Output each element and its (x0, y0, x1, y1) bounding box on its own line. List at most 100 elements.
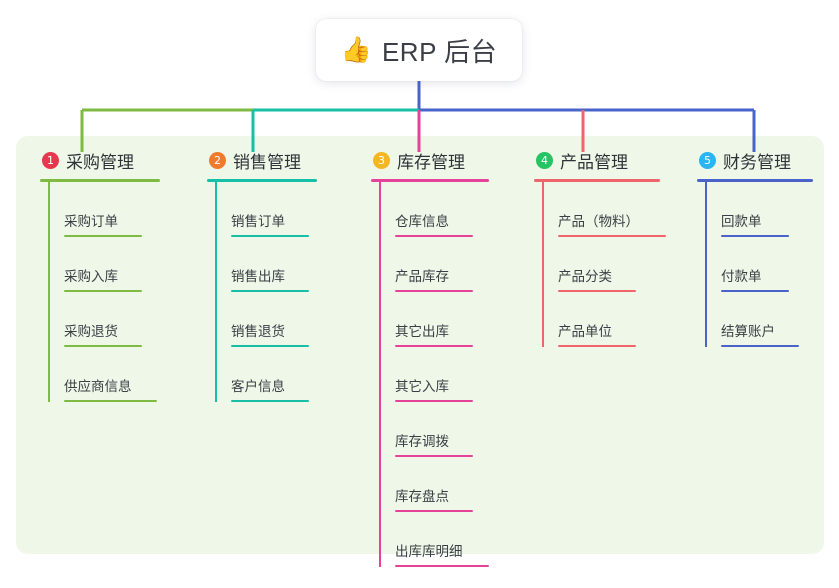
branch-badge-1: 1 (42, 151, 59, 169)
leaf-item[interactable]: 采购入库 (48, 237, 160, 292)
leaf-item-label: 产品库存 (395, 269, 449, 284)
branch-badge-2: 2 (209, 151, 226, 169)
branch-items-5: 回款单付款单结算账户 (697, 182, 813, 347)
branch-spine-4 (542, 182, 544, 347)
branch-column-4: 4 产品管理产品（物料） 产品分类产品单位 (534, 147, 666, 347)
leaf-item-label: 产品（物料） (558, 214, 639, 229)
leaf-item-label: 回款单 (721, 214, 762, 229)
leaf-item[interactable]: 产品单位 (542, 292, 660, 347)
leaf-item[interactable]: 其它入库 (379, 347, 489, 402)
branch-underline-3 (371, 179, 489, 182)
root-title: ERP 后台 (381, 36, 498, 67)
branch-items-2: 销售订单销售出库销售退货客户信息 (207, 182, 317, 402)
leaf-item-underline (395, 565, 489, 567)
leaf-item[interactable]: 回款单 (705, 182, 813, 237)
leaf-item-underline (395, 290, 473, 292)
branch-badge-5: 5 (699, 151, 716, 169)
leaf-item-underline (395, 400, 473, 402)
leaf-item-label: 产品单位 (558, 324, 612, 339)
branch-column-3: 3 库存管理仓库信息产品库存其它出库其它入库库存调拨库存盘点出库库明细 (371, 147, 489, 567)
leaf-item[interactable]: 采购订单 (48, 182, 160, 237)
branch-badge-4: 4 (536, 151, 553, 169)
branch-header-4[interactable]: 4 产品管理 (534, 147, 660, 173)
branch-header-2[interactable]: 2 销售管理 (207, 147, 317, 173)
branch-items-3: 仓库信息产品库存其它出库其它入库库存调拨库存盘点出库库明细 (371, 182, 489, 567)
branch-column-5: 5 财务管理回款单付款单结算账户 (697, 147, 813, 347)
branch-spine-3 (379, 182, 381, 567)
leaf-item-underline (64, 235, 142, 237)
leaf-item-underline (395, 455, 473, 457)
branch-spine-5 (705, 182, 707, 347)
root-node[interactable]: 👍 ERP 后台 (316, 19, 522, 81)
leaf-item-label: 库存盘点 (395, 489, 449, 504)
branch-underline-5 (697, 179, 813, 182)
leaf-item-underline (558, 345, 636, 347)
leaf-item-label: 采购订单 (64, 214, 118, 229)
leaf-item[interactable]: 销售退货 (215, 292, 317, 347)
leaf-item[interactable]: 结算账户 (705, 292, 813, 347)
leaf-item-label: 采购退货 (64, 324, 118, 339)
leaf-item-underline (231, 235, 309, 237)
leaf-item-label: 其它入库 (395, 379, 449, 394)
leaf-item-underline (64, 400, 157, 402)
thumbs-up-icon: 👍 (340, 35, 372, 64)
leaf-item[interactable]: 其它出库 (379, 292, 489, 347)
leaf-item-underline (64, 290, 142, 292)
leaf-item-underline (231, 290, 309, 292)
leaf-item-underline (395, 510, 473, 512)
leaf-item-underline (558, 235, 666, 237)
leaf-item-underline (721, 235, 789, 237)
branch-underline-2 (207, 179, 317, 182)
branch-title-3: 库存管理 (397, 152, 465, 172)
leaf-item[interactable]: 产品（物料） (542, 182, 666, 237)
branch-header-3[interactable]: 3 库存管理 (371, 147, 489, 173)
leaf-item[interactable]: 供应商信息 (48, 347, 160, 402)
leaf-item[interactable]: 销售出库 (215, 237, 317, 292)
branch-items-1: 采购订单采购入库采购退货供应商信息 (40, 182, 160, 402)
leaf-item-label: 客户信息 (231, 379, 285, 394)
branch-underline-1 (40, 179, 160, 182)
leaf-item[interactable]: 产品分类 (542, 237, 660, 292)
branch-spine-1 (48, 182, 50, 402)
branch-title-5: 财务管理 (723, 152, 791, 172)
leaf-item[interactable]: 付款单 (705, 237, 813, 292)
leaf-item[interactable]: 出库库明细 (379, 512, 489, 567)
leaf-item-label: 出库库明细 (395, 544, 463, 559)
branch-badge-3: 3 (373, 151, 390, 169)
leaf-item-label: 仓库信息 (395, 214, 449, 229)
leaf-item-label: 销售退货 (231, 324, 285, 339)
leaf-item-label: 供应商信息 (64, 379, 132, 394)
branch-header-1[interactable]: 1 采购管理 (40, 147, 160, 173)
branch-items-4: 产品（物料） 产品分类产品单位 (534, 182, 666, 347)
leaf-item-underline (558, 290, 636, 292)
leaf-item-underline (721, 290, 789, 292)
branch-column-2: 2 销售管理销售订单销售出库销售退货客户信息 (207, 147, 317, 402)
leaf-item-underline (231, 345, 309, 347)
leaf-item-label: 结算账户 (721, 324, 775, 339)
leaf-item[interactable]: 库存盘点 (379, 457, 489, 512)
branch-title-4: 产品管理 (560, 152, 628, 172)
leaf-item[interactable]: 库存调拨 (379, 402, 489, 457)
leaf-item-underline (395, 235, 473, 237)
leaf-item-label: 库存调拨 (395, 434, 449, 449)
leaf-item-underline (231, 400, 309, 402)
leaf-item[interactable]: 采购退货 (48, 292, 160, 347)
leaf-item-underline (395, 345, 473, 347)
leaf-item-label: 采购入库 (64, 269, 118, 284)
leaf-item[interactable]: 仓库信息 (379, 182, 489, 237)
leaf-item-label: 销售订单 (231, 214, 285, 229)
leaf-item-label: 其它出库 (395, 324, 449, 339)
leaf-item[interactable]: 客户信息 (215, 347, 317, 402)
branch-underline-4 (534, 179, 660, 182)
leaf-item[interactable]: 产品库存 (379, 237, 489, 292)
leaf-item[interactable]: 销售订单 (215, 182, 317, 237)
branch-header-5[interactable]: 5 财务管理 (697, 147, 813, 173)
branch-title-1: 采购管理 (66, 152, 134, 172)
leaf-item-underline (64, 345, 142, 347)
branch-column-1: 1 采购管理采购订单采购入库采购退货供应商信息 (40, 147, 160, 402)
branch-spine-2 (215, 182, 217, 402)
leaf-item-label: 付款单 (721, 269, 762, 284)
leaf-item-label: 产品分类 (558, 269, 612, 284)
branch-title-2: 销售管理 (233, 152, 301, 172)
